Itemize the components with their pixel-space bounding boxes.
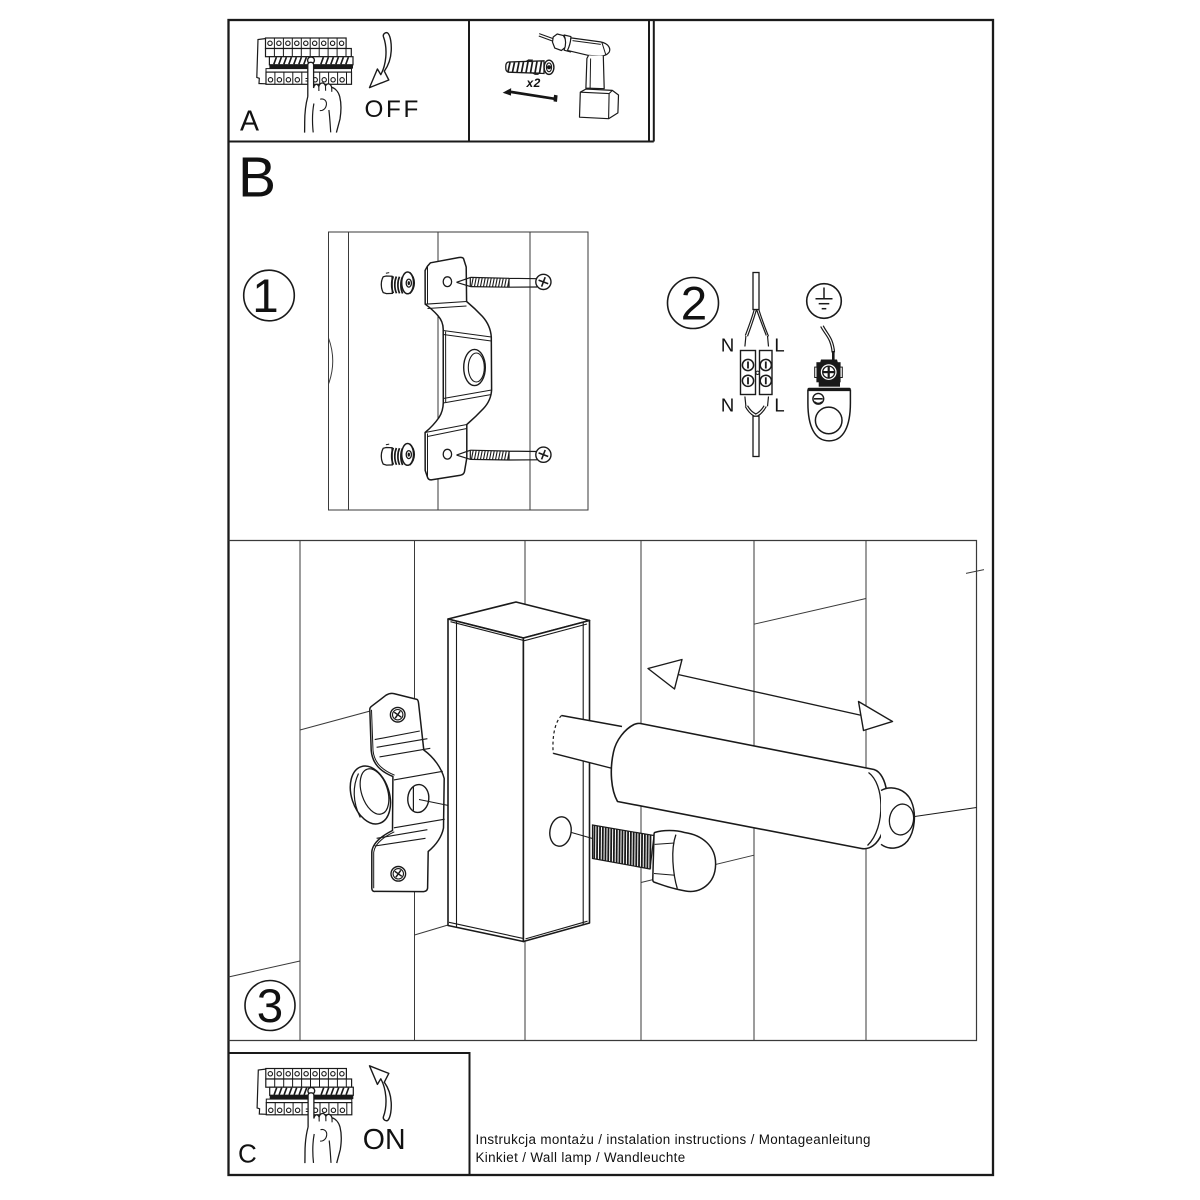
svg-text:x2: x2 [526,76,541,90]
svg-text:B: B [238,146,276,210]
svg-text:C: C [238,1138,257,1168]
svg-text:Instrukcja montażu / instalati: Instrukcja montażu / instalation instruc… [476,1132,871,1147]
svg-text:2: 2 [681,278,707,331]
svg-text:N: N [721,395,734,416]
svg-text:3: 3 [257,980,283,1033]
svg-text:ON: ON [363,1124,406,1156]
svg-text:OFF: OFF [365,96,421,123]
svg-text:L: L [774,335,784,356]
svg-text:L: L [774,395,784,416]
svg-text:1: 1 [252,270,278,323]
svg-text:N: N [721,335,734,356]
svg-text:Kinkiet / Wall lamp / Wandleuc: Kinkiet / Wall lamp / Wandleuchte [476,1150,686,1165]
svg-text:A: A [240,105,259,137]
